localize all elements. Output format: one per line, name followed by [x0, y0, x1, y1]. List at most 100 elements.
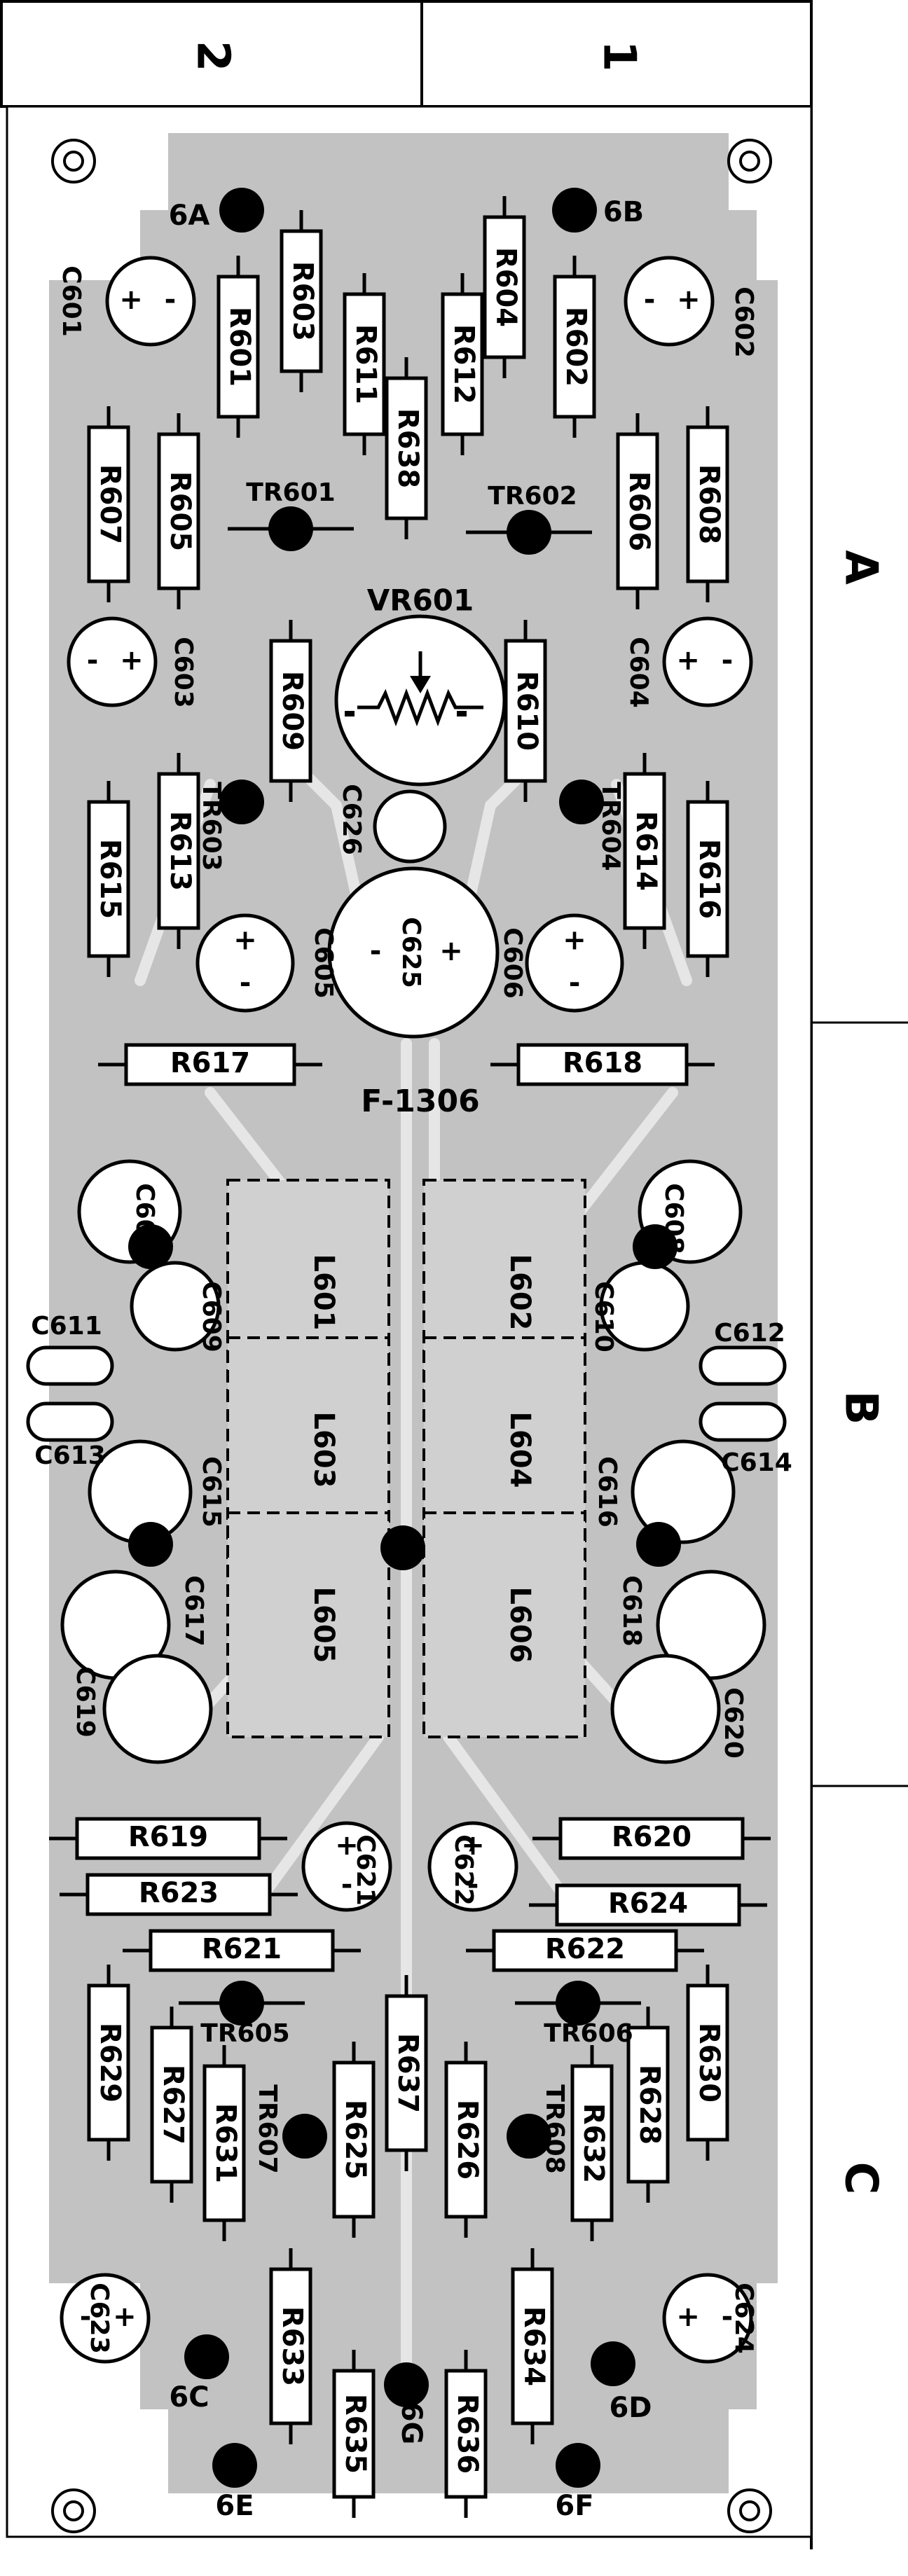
- terminal-dot-6a: [219, 188, 264, 233]
- terminal-label-t6b: 6B: [603, 196, 644, 228]
- resistor-r616: R616: [686, 781, 729, 977]
- board-label: F-1306: [361, 1083, 479, 1119]
- capacitor-label-c602: C602: [729, 286, 758, 358]
- transistor-label-tr606: TR606: [544, 2019, 633, 2048]
- resistor-r625: R625: [332, 2042, 376, 2238]
- svg-text:+: +: [676, 2301, 700, 2333]
- resistor-r612: R612: [441, 273, 484, 455]
- capacitor-label-c617: C617: [179, 1575, 208, 1647]
- inductor-label: L606: [504, 1587, 536, 1663]
- row-label-a: A: [834, 550, 886, 585]
- transistor-label-tr602: TR602: [488, 482, 577, 511]
- capacitor-label-c603: C603: [169, 637, 198, 708]
- resistor-r635: R635: [332, 2350, 376, 2518]
- mounting-hole-bottom-right: [727, 2488, 772, 2533]
- c622-body: +-: [427, 1821, 518, 1912]
- resistor-label: R637: [392, 2033, 424, 2113]
- terminal-dot-6g: [384, 2362, 429, 2407]
- resistor-label: R632: [577, 2103, 610, 2183]
- transistor-dot-tr607: [282, 2114, 327, 2159]
- c602-body: +-: [624, 256, 715, 347]
- resistor-label: R616: [693, 839, 725, 919]
- transistor-label-tr605: TR605: [200, 2019, 289, 2048]
- terminal-label-t6e: 6E: [215, 2490, 254, 2522]
- resistor-label: R610: [511, 671, 543, 751]
- capacitor-label-c609: C609: [197, 1281, 226, 1352]
- resistor-label: R619: [128, 1821, 208, 1853]
- resistor-r605: R605: [157, 413, 200, 609]
- svg-text:-: -: [644, 284, 656, 316]
- resistor-r607: R607: [87, 406, 130, 602]
- film-cap-body-0-0: [26, 1345, 114, 1386]
- c601-body: +-: [105, 256, 196, 347]
- pad-dot-center: [380, 1525, 425, 1570]
- inductor-label: L602: [504, 1254, 536, 1331]
- terminal-label-t6g: 6G: [395, 2402, 427, 2445]
- resistor-label: R635: [339, 2394, 371, 2474]
- inductor-l606: L606: [422, 1511, 586, 1738]
- resistor-r623: R623: [60, 1873, 298, 1916]
- resistor-r613: R613: [157, 753, 200, 949]
- c626-body: [373, 789, 447, 864]
- terminal-dot-6f: [556, 2443, 600, 2488]
- resistor-label: R615: [94, 839, 126, 919]
- resistor-label: R627: [157, 2065, 189, 2145]
- svg-text:+: +: [563, 924, 586, 956]
- capacitor-label-c618: C618: [617, 1575, 646, 1647]
- vr601-potentiometer: VR601: [334, 583, 507, 787]
- svg-text:+: +: [113, 2301, 137, 2333]
- transistor-dot-tr604: [559, 780, 604, 824]
- capacitor-label-c606: C606: [498, 927, 527, 999]
- svg-text:-: -: [722, 644, 734, 677]
- resistor-label: R625: [339, 2100, 371, 2180]
- c623-body: +-: [60, 2273, 151, 2364]
- c606-body: +-: [525, 913, 624, 1013]
- terminal-label-t6d: 6D: [609, 2392, 652, 2424]
- resistor-r602: R602: [553, 256, 596, 438]
- resistor-r609: R609: [269, 620, 312, 802]
- capacitor-label-c622: C622: [449, 1834, 478, 1906]
- transistor-label-tr604: TR604: [596, 782, 625, 871]
- capacitor-label-c614: C614: [721, 1448, 792, 1477]
- capacitor-label-c619: C619: [71, 1666, 99, 1738]
- pad-dot-c607: [128, 1224, 173, 1269]
- svg-text:-: -: [341, 1869, 353, 1901]
- resistor-r622: R622: [466, 1929, 704, 1972]
- resistor-r621: R621: [123, 1929, 361, 1972]
- c604-body: +-: [662, 616, 753, 707]
- mounting-hole-top-right: [727, 139, 772, 183]
- c624-body: +-: [662, 2273, 753, 2364]
- svg-text:+: +: [119, 284, 143, 316]
- svg-text:+: +: [439, 935, 463, 967]
- resistor-label: R624: [608, 1888, 688, 1920]
- resistor-r615: R615: [87, 781, 130, 977]
- resistor-label: R614: [630, 811, 662, 891]
- resistor-label: R609: [276, 671, 308, 751]
- mounting-hole-top-left: [51, 139, 96, 183]
- column-label-1: 1: [593, 41, 645, 72]
- transistor-label-tr608: TR608: [540, 2084, 569, 2173]
- vr601-label: VR601: [367, 583, 474, 618]
- resistor-r632: R632: [570, 2045, 614, 2241]
- svg-text:-: -: [87, 644, 99, 677]
- film-cap-body-1-1: [699, 1401, 787, 1442]
- inductor-label: L601: [308, 1254, 340, 1331]
- terminal-dot-6d: [591, 2341, 635, 2386]
- resistor-label: R629: [94, 2023, 126, 2103]
- terminal-dot-6e: [212, 2443, 257, 2488]
- terminal-dot-6c: [184, 2334, 229, 2379]
- transistor-label-tr607: TR607: [253, 2084, 282, 2173]
- transistor-label-tr603: TR603: [197, 782, 226, 871]
- resistor-r611: R611: [343, 273, 386, 455]
- capacitor-label-c616: C616: [593, 1456, 621, 1528]
- pad-dot-c616: [636, 1522, 681, 1567]
- resistor-label: R636: [451, 2394, 483, 2474]
- resistor-label: R626: [451, 2100, 483, 2180]
- resistor-label: R608: [693, 464, 725, 544]
- terminal-label-t6f: 6F: [555, 2490, 593, 2522]
- resistor-label: R618: [563, 1047, 642, 1079]
- resistor-r630: R630: [686, 1965, 729, 2161]
- resistor-label: R617: [170, 1047, 250, 1079]
- svg-text:-: -: [165, 284, 177, 316]
